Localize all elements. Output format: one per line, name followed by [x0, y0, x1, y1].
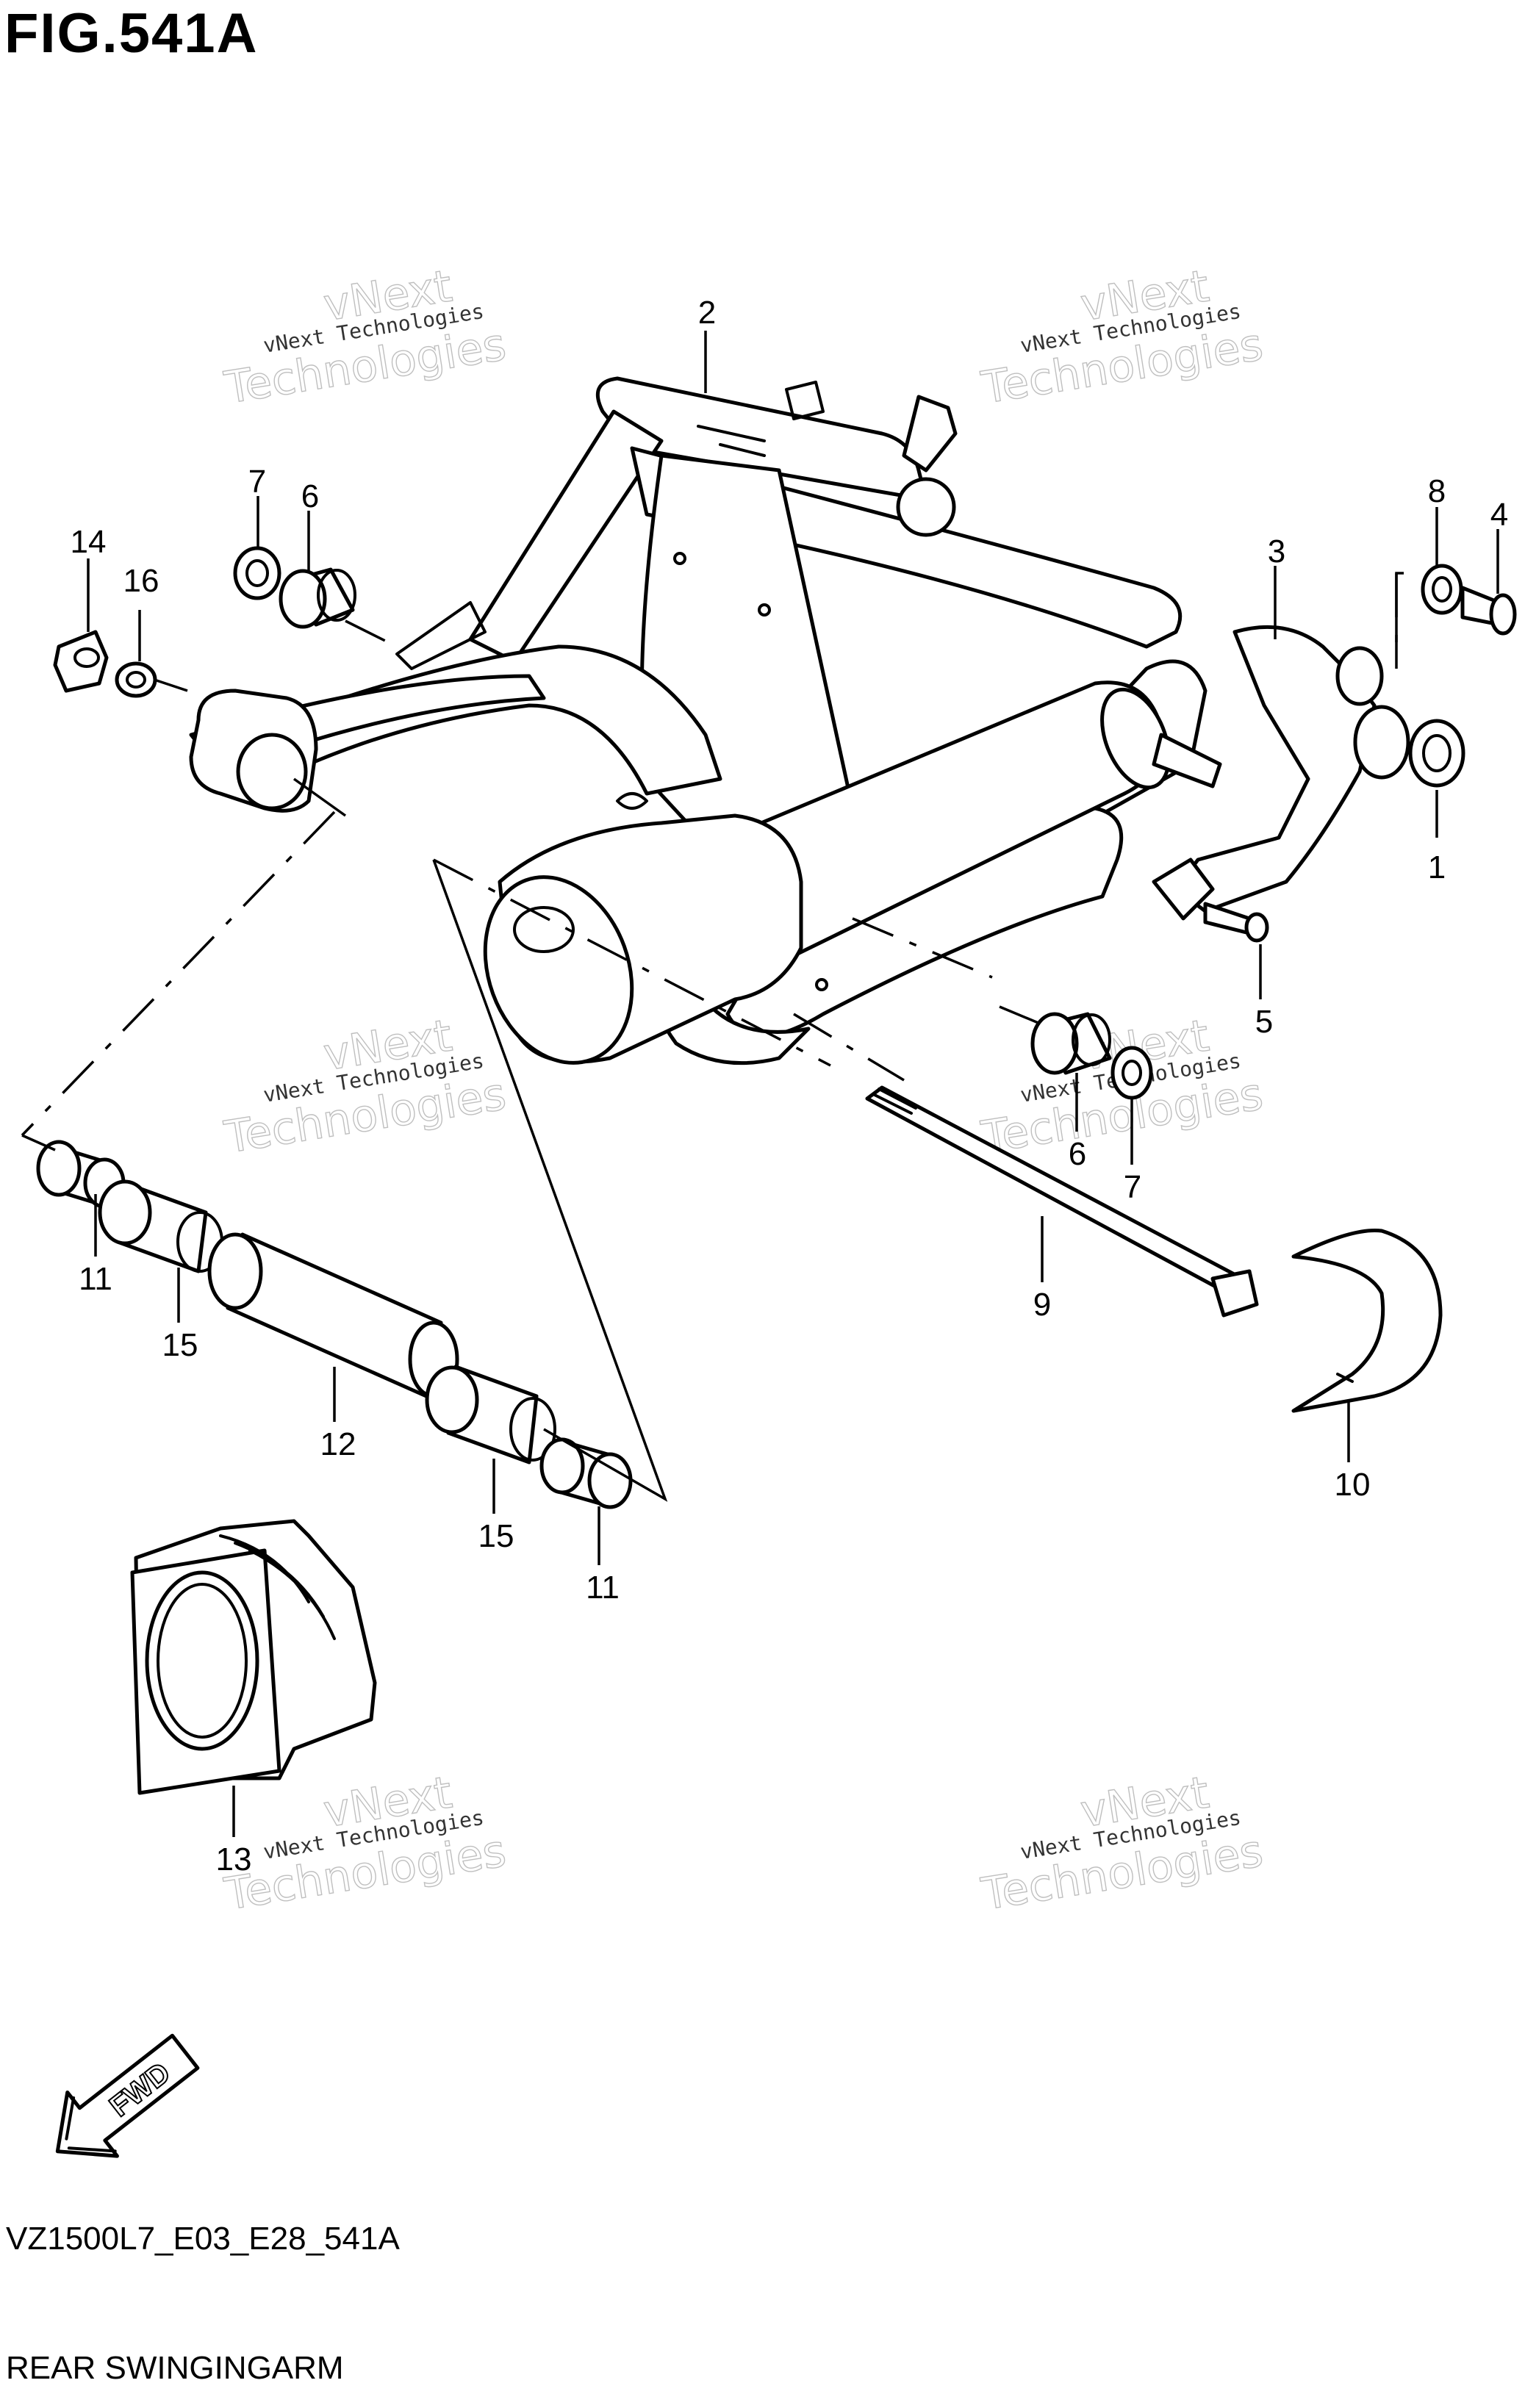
part-11-collar-right — [539, 1437, 633, 1509]
part-8-collar — [1421, 564, 1463, 615]
callout-4: 4 — [1490, 497, 1508, 533]
callout-11-left: 11 — [79, 1261, 112, 1297]
part-caliper-bracket — [1152, 625, 1410, 921]
fwd-arrow-icon: FWD — [55, 2033, 200, 2158]
part-7-seal-upper — [233, 546, 281, 600]
callout-8: 8 — [1428, 473, 1446, 509]
leader-lines — [87, 331, 1499, 1837]
part-4-bolt — [1460, 586, 1517, 636]
callout-1: 1 — [1428, 849, 1446, 885]
watermark: vNext Technologies vNext Technologies — [220, 1767, 510, 1921]
callout-15-left: 15 — [162, 1327, 198, 1363]
part-10-cover — [1291, 1228, 1443, 1413]
part-5-screw — [1203, 902, 1269, 943]
part-13-boot — [130, 1519, 377, 1795]
part-1-bush — [1408, 719, 1465, 788]
callout-7-upper: 7 — [248, 464, 266, 500]
callout-9: 9 — [1033, 1287, 1051, 1323]
callout-12: 12 — [320, 1426, 356, 1462]
part-15-bearing-left — [98, 1179, 223, 1273]
part-7-seal-lower — [1110, 1046, 1153, 1100]
guide-lines — [21, 572, 1404, 1502]
part-6-bearing-upper — [279, 567, 356, 629]
part-14-nut — [53, 630, 109, 693]
watermark: vNext Technologies vNext Technologies — [977, 260, 1267, 414]
figure-title: FIG.541A — [4, 2, 259, 65]
watermark: vNext Technologies vNext Technologies — [220, 260, 510, 414]
part-6-bearing-lower — [1030, 1012, 1112, 1075]
watermark: vNext Technologies vNext Technologies — [220, 1010, 510, 1164]
part-15-bearing-right — [425, 1365, 556, 1464]
swingarm — [189, 376, 1222, 1065]
callout-6-upper: 6 — [301, 478, 319, 514]
watermark: vNext Technologies vNext Technologies — [977, 1767, 1267, 1921]
callout-14: 14 — [71, 524, 107, 560]
callout-3: 3 — [1268, 533, 1285, 569]
callout-5: 5 — [1255, 1004, 1273, 1040]
part-16-washer — [115, 661, 157, 698]
callout-13: 13 — [216, 1841, 252, 1877]
part-9-pivot-shaft — [865, 1085, 1259, 1318]
section-name: REAR SWINGINGARM — [6, 2350, 344, 2386]
callout-2: 2 — [698, 295, 716, 331]
diagram-code: VZ1500L7_E03_E28_541A — [6, 2221, 400, 2257]
callout-15-right: 15 — [478, 1518, 514, 1554]
callout-labels: 1 2 3 4 5 6 6 7 7 8 9 10 11 11 12 13 14 … — [71, 295, 1509, 1877]
callout-11-right: 11 — [586, 1570, 620, 1606]
callout-6-lower: 6 — [1069, 1136, 1086, 1172]
callout-16: 16 — [123, 563, 159, 599]
callout-10: 10 — [1335, 1467, 1371, 1503]
callout-7-lower: 7 — [1124, 1169, 1141, 1205]
